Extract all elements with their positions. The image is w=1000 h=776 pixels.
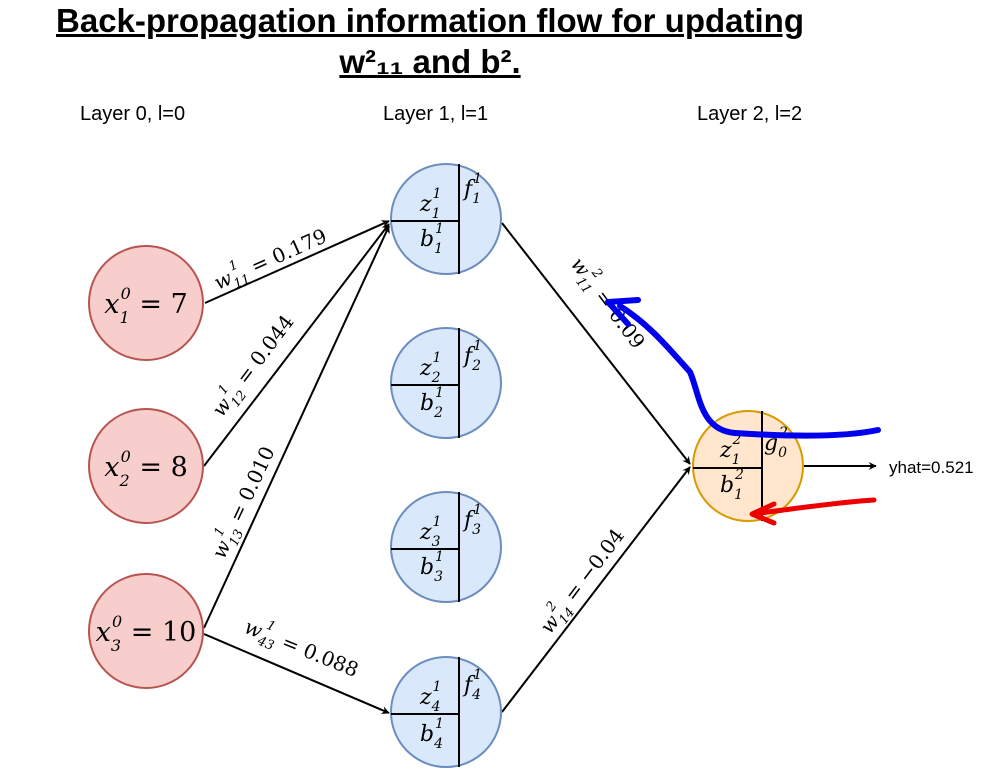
- hidden-node-1: z11 f11 b11: [390, 163, 502, 275]
- annotation-red-arrow: [749, 497, 877, 526]
- hidden-node-1-b: b11: [420, 221, 444, 257]
- edge-x2-h1: [203, 223, 390, 467]
- output-node-z: z12: [719, 432, 742, 468]
- input-node-3-label: x30 = 10: [96, 612, 197, 655]
- hidden-node-2-b: b21: [420, 385, 444, 421]
- layer-2-label: Layer 2, l=2: [697, 103, 803, 125]
- hidden-node-3-b: b31: [420, 549, 444, 585]
- edge-x3-h4: [203, 633, 390, 714]
- hidden-node-4-f: f41: [462, 667, 482, 703]
- hidden-node-3: z31 f31 b31: [390, 491, 502, 603]
- input-node-1: x10 = 7: [88, 245, 204, 361]
- weight-w2-14: w142 = −0.04: [532, 522, 633, 641]
- hidden-node-2-f: f21: [462, 338, 482, 374]
- hidden-node-2: z21 f21 b21: [390, 327, 502, 439]
- weight-w1-12: w121 = 0.044: [204, 308, 303, 424]
- input-node-1-label: x10 = 7: [104, 284, 188, 327]
- weight-w1-13: w131 = 0.010: [203, 441, 284, 564]
- weight-w1-11: w111 = 0.179: [209, 220, 333, 299]
- edge-x1-h1: [204, 220, 390, 304]
- hidden-node-4: z41 f41 b41: [390, 656, 502, 768]
- input-node-2-label: x20 = 8: [104, 447, 188, 490]
- title-line-2: w²₁₁ and b².: [339, 43, 521, 80]
- yhat-label: yhat=0.521: [889, 458, 974, 477]
- hidden-node-4-b: b41: [420, 716, 444, 752]
- connections: [203, 220, 877, 714]
- hidden-node-3-z: z31: [419, 514, 441, 550]
- hidden-node-1-z: z11: [419, 186, 441, 222]
- layer-0-label: Layer 0, l=0: [80, 103, 186, 125]
- input-node-3: x30 = 10: [88, 573, 204, 689]
- input-node-2: x20 = 8: [88, 408, 204, 524]
- layer-1-label: Layer 1, l=1: [383, 103, 489, 125]
- annotation-blue-arrow: [605, 297, 881, 439]
- hidden-node-4-z: z41: [419, 679, 441, 715]
- hidden-node-3-f: f31: [462, 502, 482, 538]
- output-node: z12 g02 b12: [692, 410, 804, 522]
- edge-x3-h1: [203, 225, 390, 629]
- hidden-node-1-f: f11: [462, 171, 482, 207]
- hidden-node-2-z: z21: [419, 350, 441, 386]
- edge-h4-out: [501, 466, 691, 713]
- edge-h1-out: [501, 222, 691, 465]
- title-line-1: Back-propagation information flow for up…: [56, 2, 804, 39]
- output-node-b: b12: [720, 467, 744, 503]
